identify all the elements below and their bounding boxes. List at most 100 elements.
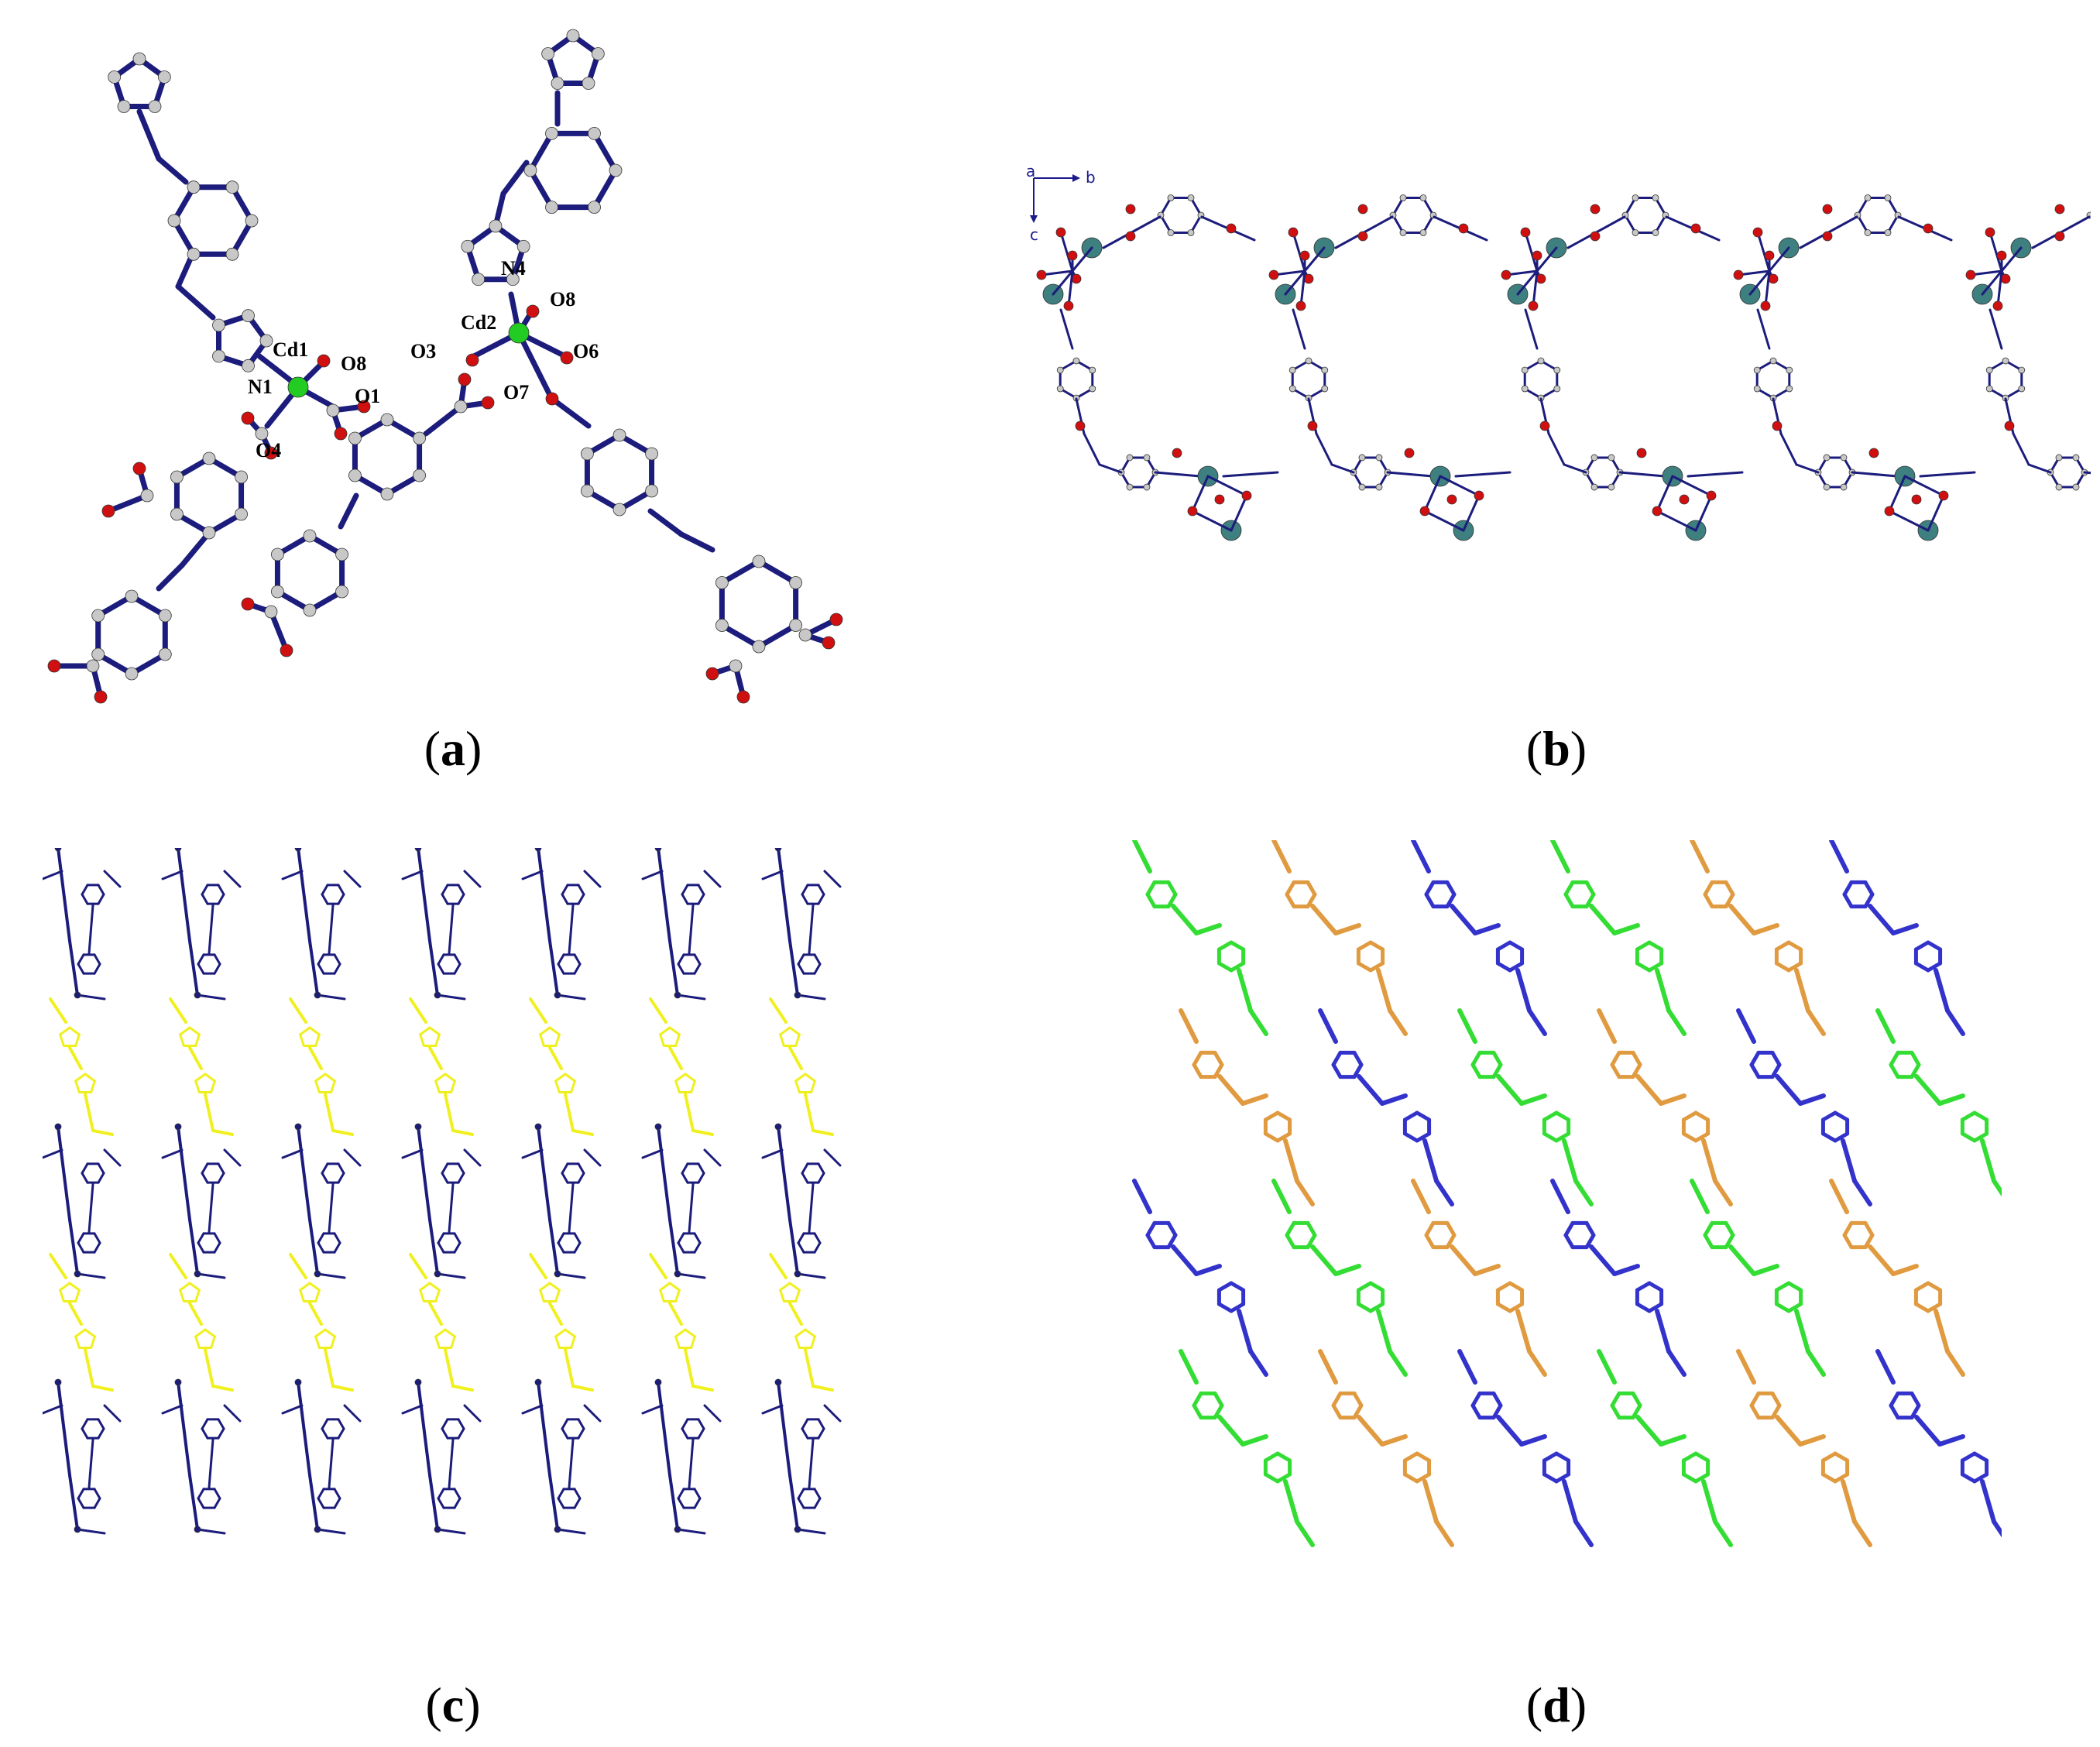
atom xyxy=(86,659,100,673)
bond xyxy=(1635,1302,1652,1313)
network-strand xyxy=(1736,1349,1872,1547)
atom-label-o6: O6 xyxy=(573,340,599,362)
bond xyxy=(57,1381,71,1477)
bond xyxy=(1795,463,1820,474)
atom xyxy=(1399,229,1407,236)
bond xyxy=(457,893,465,905)
bond xyxy=(76,1528,106,1535)
bond xyxy=(801,1427,809,1440)
bond xyxy=(548,1302,563,1326)
atom xyxy=(582,77,595,90)
bond xyxy=(684,1073,696,1083)
dark-layer-unit xyxy=(401,1123,482,1279)
bond xyxy=(1863,1220,1875,1237)
bond xyxy=(549,396,592,429)
bond xyxy=(441,1172,449,1184)
bond xyxy=(1508,940,1525,952)
atom xyxy=(581,484,594,498)
bond xyxy=(204,1093,214,1132)
bond xyxy=(457,1427,465,1440)
bond xyxy=(1554,1131,1571,1143)
bond xyxy=(1656,510,1697,532)
bond xyxy=(1285,892,1296,909)
bond xyxy=(201,1427,209,1440)
atom xyxy=(789,576,803,589)
bond xyxy=(1563,892,1575,909)
bond xyxy=(337,884,345,896)
bond xyxy=(93,1497,101,1509)
atom xyxy=(303,603,317,617)
bond xyxy=(169,997,187,1024)
atom xyxy=(2002,357,2009,365)
atom xyxy=(255,427,269,441)
bond xyxy=(573,1488,582,1500)
bond xyxy=(1229,961,1246,973)
bond xyxy=(434,1073,447,1083)
bond xyxy=(1770,1391,1782,1408)
bond xyxy=(674,1079,681,1094)
bond xyxy=(338,493,359,530)
bond xyxy=(794,1289,801,1303)
bond xyxy=(1960,1472,1977,1484)
bond xyxy=(428,1218,439,1275)
bond xyxy=(1972,1131,1989,1143)
network-strand xyxy=(1690,1179,1826,1377)
bond xyxy=(1145,892,1157,909)
bond xyxy=(801,1172,809,1184)
bond xyxy=(401,1148,424,1159)
bond xyxy=(1352,1391,1364,1408)
bond xyxy=(1770,1403,1782,1420)
bond xyxy=(409,1253,427,1279)
bond xyxy=(583,1404,602,1423)
bond xyxy=(1770,1050,1782,1067)
bond xyxy=(337,1427,345,1440)
bond xyxy=(1515,968,1532,1013)
bond xyxy=(548,939,559,997)
bond xyxy=(779,1282,791,1292)
bond xyxy=(557,953,565,966)
bond xyxy=(161,1148,184,1159)
bond xyxy=(90,1079,96,1094)
bond xyxy=(693,1497,702,1509)
bond xyxy=(548,1282,561,1292)
bond xyxy=(444,1328,456,1338)
bond xyxy=(321,1162,329,1175)
bond xyxy=(1992,1519,2002,1538)
atom xyxy=(235,507,248,521)
atom xyxy=(1992,300,2003,311)
bond xyxy=(537,1381,551,1477)
bond xyxy=(74,1289,81,1303)
bond xyxy=(573,963,582,975)
atom xyxy=(1553,366,1561,374)
bond xyxy=(434,1328,447,1338)
bond xyxy=(1693,1131,1711,1143)
bond xyxy=(554,1289,561,1303)
bond xyxy=(573,1497,582,1509)
bond xyxy=(1445,892,1457,909)
bond xyxy=(434,1289,441,1303)
atom xyxy=(612,428,626,442)
bond xyxy=(719,623,762,650)
atom xyxy=(774,848,782,852)
bond xyxy=(1331,1391,1343,1408)
atom xyxy=(774,1123,782,1131)
bond xyxy=(1647,1281,1664,1292)
bond xyxy=(1515,1309,1532,1354)
bond xyxy=(1992,1179,2002,1197)
bond xyxy=(1972,1110,1989,1122)
atom xyxy=(591,47,605,60)
caption-d-open: ( xyxy=(1525,1677,1543,1732)
bond xyxy=(719,558,762,585)
bond xyxy=(49,1253,67,1279)
bond xyxy=(1842,880,1854,897)
bond xyxy=(812,1129,834,1136)
bond xyxy=(1434,1179,1454,1206)
atom xyxy=(1167,194,1175,201)
bond xyxy=(1542,1110,1559,1122)
atom xyxy=(1769,357,1777,365)
bond xyxy=(1926,961,1943,973)
bond xyxy=(693,1232,702,1244)
bond xyxy=(333,1488,341,1500)
bond xyxy=(81,1418,89,1430)
bond xyxy=(59,1033,65,1048)
